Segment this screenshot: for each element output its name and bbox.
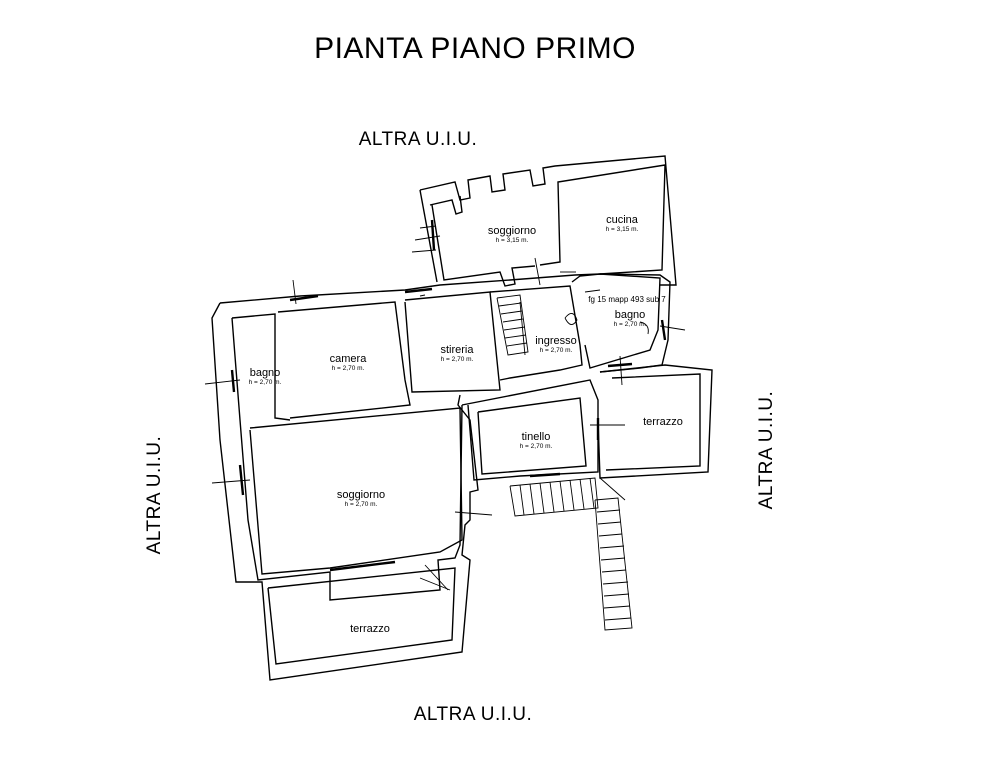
plan-title: PIANTA PIANO PRIMO <box>314 32 636 65</box>
room-label-cucina: cucina <box>606 214 639 226</box>
room-label-camera: camera <box>330 353 368 365</box>
room-labels: soggiorno h = 3,15 m. cucina h = 3,15 m.… <box>249 214 683 635</box>
room-label-bagno-left: bagno <box>250 367 281 379</box>
room-label-bagno-right: bagno <box>615 309 646 321</box>
neighbor-label-bottom: ALTRA U.I.U. <box>414 704 533 725</box>
room-label-soggiorno-upper: soggiorno <box>488 225 536 237</box>
stairs-ingresso <box>496 294 529 356</box>
neighbor-label-top: ALTRA U.I.U. <box>359 129 478 150</box>
room-height-soggiorno-upper: h = 3,15 m. <box>496 237 529 244</box>
room-height-bagno-left: h = 2,70 m. <box>249 379 282 386</box>
stairs-exterior <box>509 477 633 631</box>
room-height-soggiorno-main: h = 2,70 m. <box>345 501 378 508</box>
room-label-stireria: stireria <box>440 344 474 356</box>
upper-block-walls <box>419 155 677 287</box>
room-height-tinello: h = 2,70 m. <box>520 443 553 450</box>
main-building-walls <box>211 273 713 681</box>
window-openings <box>230 219 667 572</box>
interior-details <box>204 225 686 591</box>
room-height-cucina: h = 3,15 m. <box>606 226 639 233</box>
room-label-terrazzo-bottom: terrazzo <box>350 623 390 635</box>
room-label-ingresso: ingresso <box>535 335 577 347</box>
room-height-bagno-right: h = 2,70 m. <box>614 321 647 328</box>
cadastral-reference: fg 15 mapp 493 sub 7 <box>588 295 666 304</box>
room-height-ingresso: h = 2,70 m. <box>540 347 573 354</box>
neighbor-label-left: ALTRA U.I.U. <box>144 436 165 555</box>
room-height-stireria: h = 2,70 m. <box>441 356 474 363</box>
room-label-tinello: tinello <box>522 431 551 443</box>
neighbor-label-right: ALTRA U.I.U. <box>756 391 777 510</box>
room-height-camera: h = 2,70 m. <box>332 365 365 372</box>
room-label-terrazzo-right: terrazzo <box>643 416 683 428</box>
room-label-soggiorno-main: soggiorno <box>337 489 385 501</box>
